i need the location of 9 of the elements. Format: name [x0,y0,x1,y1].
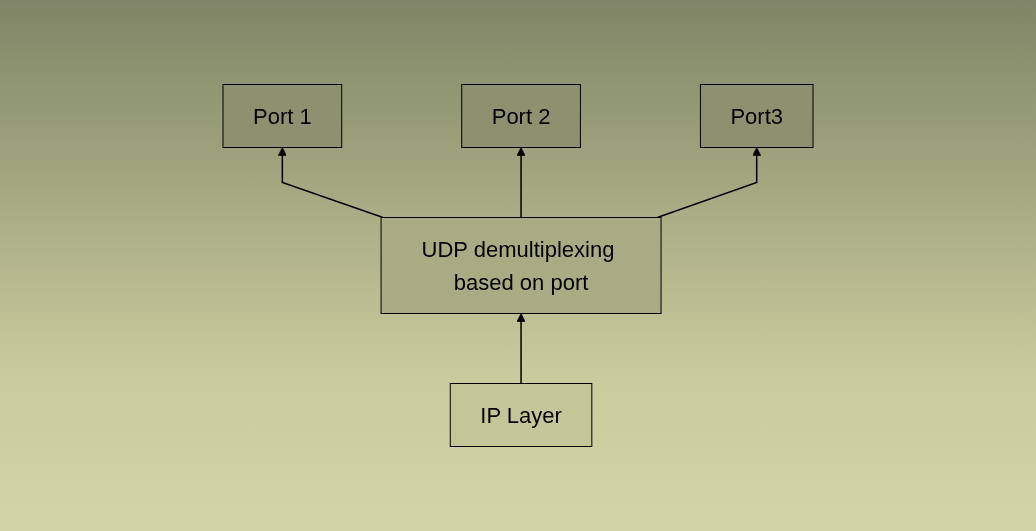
arrow [516,313,526,385]
node-box: Port 2 [461,84,581,148]
node-box: UDP demultiplexing based on port [380,217,662,314]
arrow [277,147,384,219]
node-box: Port 1 [222,84,343,148]
arrow [656,147,762,219]
node-box: Port3 [699,84,814,148]
node-box: IP Layer [449,383,593,447]
arrow [516,147,526,219]
